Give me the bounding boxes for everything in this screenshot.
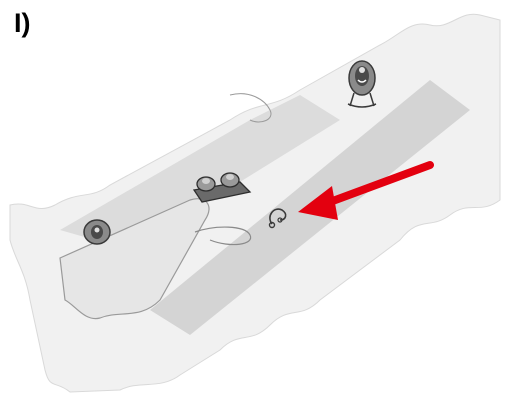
deck-surface	[10, 14, 500, 392]
block-icon-lower	[84, 220, 110, 244]
